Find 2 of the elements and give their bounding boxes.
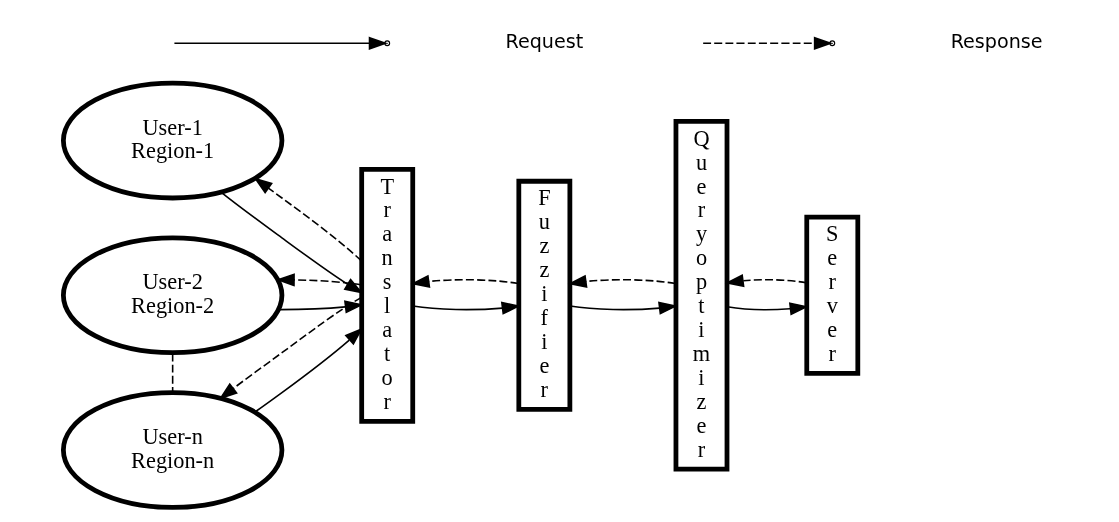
legend-label: Request bbox=[505, 30, 584, 54]
legend-label: Response bbox=[950, 30, 1043, 54]
